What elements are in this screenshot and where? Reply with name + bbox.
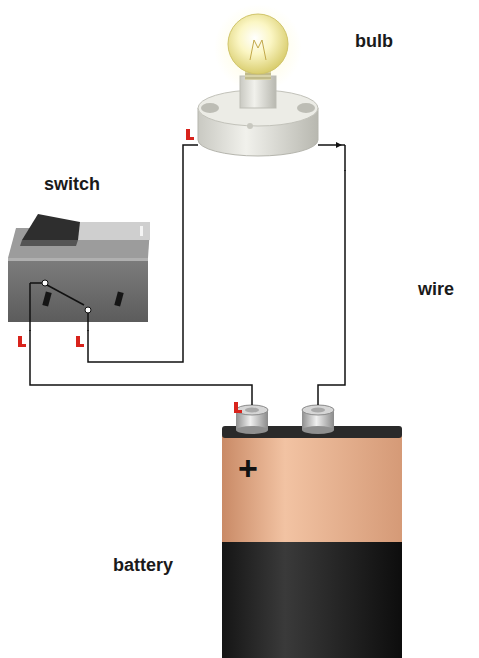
- component-label: +: [238, 449, 258, 488]
- wire: [88, 145, 198, 362]
- component-label: bulb: [355, 31, 393, 52]
- switch-symbol: [8, 214, 150, 331]
- wire: [30, 330, 252, 405]
- wire-label: wire: [418, 279, 454, 300]
- switch-node: switch: [4, 170, 154, 330]
- wire: [318, 170, 345, 405]
- bulb-node: bulb: [198, 5, 413, 170]
- current-marker: [18, 129, 242, 413]
- bulb-symbol: [198, 4, 345, 171]
- component-label: switch: [44, 174, 100, 195]
- battery-node: + battery: [105, 405, 405, 658]
- component-label: battery: [113, 555, 173, 576]
- battery-symbol: [222, 405, 402, 658]
